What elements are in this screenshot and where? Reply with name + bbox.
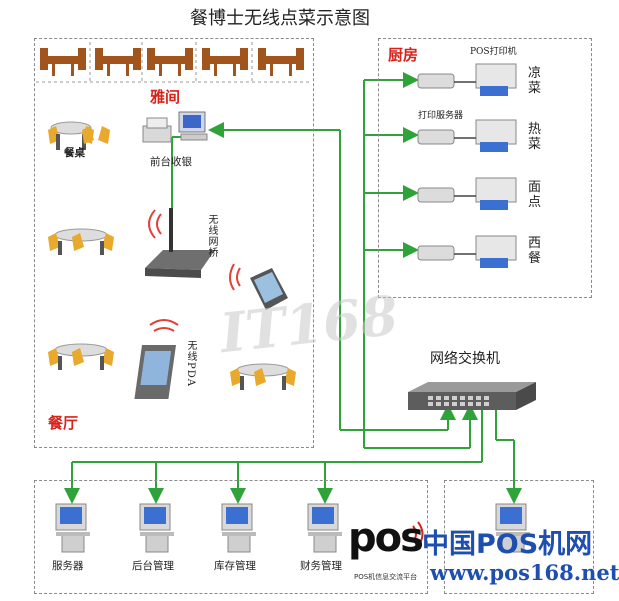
brand-logo: pos — [348, 515, 424, 561]
server-label: 服务器 — [52, 560, 84, 572]
kitchen-printers — [417, 63, 517, 268]
hall-tables — [48, 121, 296, 390]
kitchen-station-western: 西餐 — [528, 236, 542, 266]
zone-label-kitchen: 厨房 — [388, 46, 419, 64]
page-title: 餐博士无线点菜示意图 — [190, 8, 370, 29]
office-zone — [34, 480, 428, 594]
backend-label: 后台管理 — [132, 560, 174, 572]
cashier-station-icon — [142, 111, 208, 143]
wireless-pda-label: 无线PDA — [185, 340, 196, 387]
pos-printer-label: POS打印机 — [470, 47, 517, 57]
print-server-label: 打印服务器 — [418, 111, 464, 121]
kitchen-station-pastry: 面点 — [528, 180, 542, 210]
table-label: 餐桌 — [64, 147, 85, 159]
kitchen-zone — [378, 38, 592, 298]
zone-label-private-room: 雅间 — [150, 88, 181, 106]
kitchen-station-hot: 热菜 — [528, 122, 542, 152]
brand-tagline: POS机信息交流平台 — [354, 573, 418, 581]
network-diagram-canvas — [36, 42, 536, 553]
private-room-tables — [40, 48, 304, 76]
zone-label-dining-hall: 餐厅 — [48, 414, 79, 432]
bottom-computers — [55, 503, 530, 553]
cashier-label: 前台收银 — [150, 156, 192, 168]
pda-icon-2 — [134, 319, 179, 399]
dining-area-zone — [34, 38, 314, 448]
remote-zone — [444, 480, 594, 594]
finance-label: 财务管理 — [300, 560, 342, 572]
brand-name: 中国POS机网 — [422, 529, 593, 560]
pda-icon-1 — [229, 263, 288, 310]
brand-url: www.pos168.net — [430, 560, 619, 585]
brand-signal-icon — [412, 521, 424, 547]
network-switch-icon — [408, 382, 536, 410]
network-switch-label: 网络交换机 — [430, 351, 500, 367]
kitchen-station-cold: 凉菜 — [528, 66, 542, 96]
inventory-label: 库存管理 — [214, 560, 256, 572]
wireless-bridge-icon — [145, 208, 215, 278]
wireless-bridge-label: 无线网桥 — [206, 214, 217, 258]
